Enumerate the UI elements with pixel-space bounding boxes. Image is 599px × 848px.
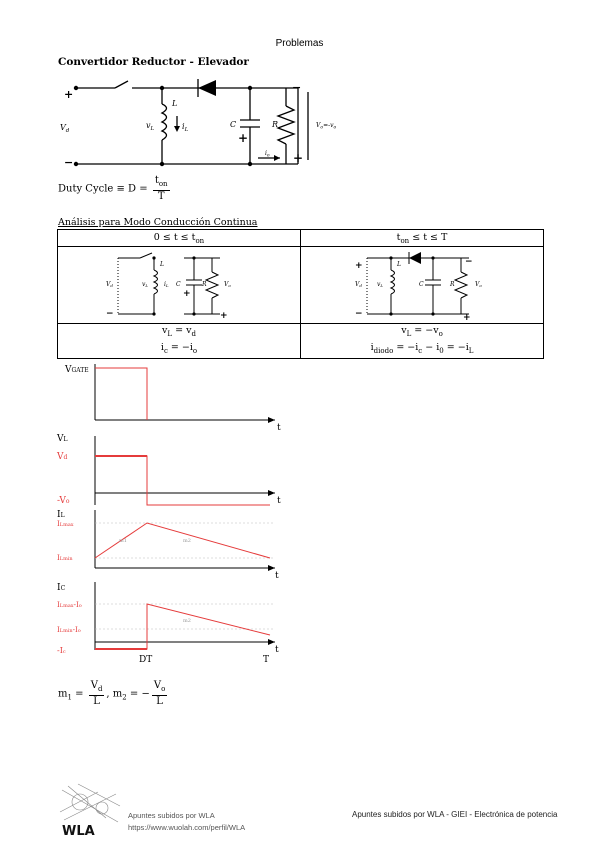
- terminal-node: [73, 85, 79, 91]
- footer-line-1: Apuntes subidos por WLA: [128, 811, 215, 820]
- footer-right-text: Apuntes subidos por WLA - GIEI - Electró…: [352, 810, 558, 819]
- il-min-label: ILmin: [57, 554, 73, 562]
- footer-link[interactable]: https://www.wuolah.com/perfil/WLA: [128, 823, 246, 832]
- on-c-label: C: [176, 281, 181, 288]
- off-state-equations: vL = −vo idiodo = −ic − i0 = −iL: [300, 323, 544, 359]
- buck-boost-circuit: + − Vd L vL iL C + R − + Vo=-vo io: [60, 79, 337, 169]
- vgate-wave: [95, 367, 148, 420]
- vo-minus: −: [292, 81, 301, 94]
- header-off-interval: ton ≤ t ≤ T: [300, 229, 544, 247]
- vl-t-label: t: [277, 496, 281, 506]
- svg-text:WLA: WLA: [62, 824, 95, 838]
- ic-min-label: ILmin-Io: [57, 626, 81, 634]
- on-il-label: iL: [164, 281, 169, 288]
- vo-plus: +: [293, 151, 303, 165]
- on-vd-label: Vd: [106, 281, 113, 288]
- waveforms-figure: VGATE t VL Vd -Vo t IL ILmax ILmin m1 m2…: [56, 364, 281, 665]
- on-cap-plus: +: [183, 289, 191, 299]
- diode-symbol: [198, 80, 216, 96]
- section-title: Convertidor Reductor - Elevador: [58, 56, 249, 68]
- period-label: T: [263, 655, 269, 665]
- on-r-label: R: [201, 281, 207, 288]
- vl-label: vL: [146, 121, 155, 132]
- il-wave: [94, 522, 271, 559]
- vd-minus: −: [64, 156, 73, 169]
- vl-neg-vo-label: -Vo: [57, 496, 70, 506]
- off-vo-plus: +: [463, 313, 471, 320]
- off-vd-minus: −: [355, 309, 363, 319]
- il-label: iL: [182, 122, 189, 133]
- resistor-label: R: [271, 120, 278, 129]
- io-label: io: [265, 150, 270, 159]
- capacitor-label: C: [230, 120, 236, 129]
- il-axis-label: IL: [57, 510, 65, 520]
- off-state-circuit-cell: Vd L C R Vo vL + − − +: [300, 246, 544, 324]
- on-vo-plus: +: [220, 311, 228, 320]
- il-m1-label: m1: [119, 538, 127, 544]
- wla-logo: WLA: [58, 782, 124, 838]
- vd-label: Vd: [60, 123, 70, 134]
- on-l-label: L: [159, 261, 164, 268]
- off-state-circuit: Vd L C R Vo vL + − − +: [355, 251, 482, 323]
- vl-axis-label: VL: [56, 434, 68, 444]
- switch-blade: [114, 80, 129, 89]
- dt-label: DT: [139, 655, 152, 665]
- vl-wave: [95, 455, 270, 506]
- off-vd-plus: +: [355, 261, 363, 271]
- cap-plus: +: [238, 131, 248, 145]
- off-vo-label: Vo: [475, 281, 482, 288]
- vl-vd-label: Vd: [56, 452, 68, 462]
- analysis-title: Análisis para Modo Conducción Continua: [58, 217, 258, 228]
- ic-axis-label: IC: [57, 583, 66, 593]
- off-l-label: L: [396, 261, 401, 268]
- off-vd-label: Vd: [355, 281, 362, 288]
- ic-m2-label: m2: [183, 618, 191, 624]
- il-t-label: t: [275, 571, 279, 581]
- page-header-title: Problemas: [275, 38, 324, 49]
- off-c-label: C: [419, 281, 424, 288]
- on-vl-label: vL: [142, 281, 148, 288]
- off-vo-minus: −: [465, 257, 473, 267]
- footer-left-text: Apuntes subidos por WLA https://www.wuol…: [128, 810, 245, 834]
- il-max-label: ILmax: [57, 520, 74, 528]
- off-vl-label: vL: [377, 281, 383, 288]
- inductor-label: L: [171, 99, 177, 108]
- il-m2-label: m2: [183, 538, 191, 544]
- terminal-node: [73, 161, 79, 167]
- on-state-equations: vL = vd ic = −io: [57, 323, 301, 359]
- ic-max-label: ILmax-Io: [57, 601, 82, 609]
- on-state-circuit-cell: Vd L C R Vo vL iL − + +: [57, 246, 301, 324]
- on-state-circuit: Vd L C R Vo vL iL − + +: [106, 252, 231, 321]
- ic-neg-label: -Ic: [57, 646, 66, 655]
- header-on-interval: 0 ≤ t ≤ ton: [57, 229, 301, 247]
- vd-plus: +: [64, 88, 73, 101]
- conduction-table: 0 ≤ t ≤ ton ton ≤ t ≤ T: [57, 229, 544, 359]
- vo-label: Vo=-vo: [316, 122, 337, 131]
- ic-t-label: t: [275, 645, 279, 655]
- vgate-label: VGATE: [64, 365, 89, 375]
- on-vd-minus: −: [106, 309, 114, 319]
- vgate-t-label: t: [277, 423, 281, 433]
- on-vo-label: Vo: [224, 281, 231, 288]
- off-r-label: R: [449, 281, 455, 288]
